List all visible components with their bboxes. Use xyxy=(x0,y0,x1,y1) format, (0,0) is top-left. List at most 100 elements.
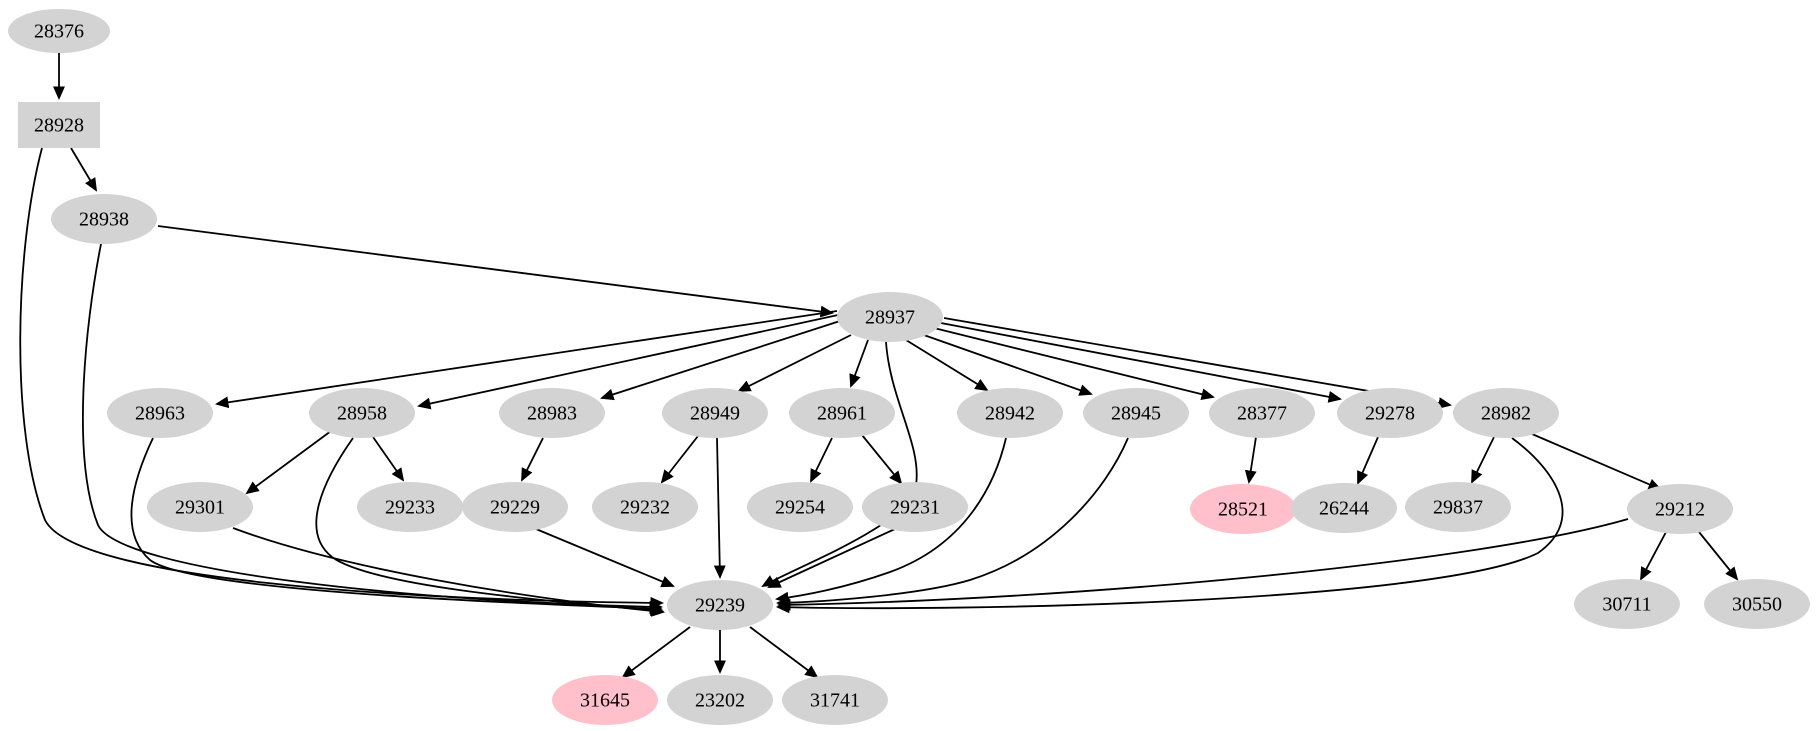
node-ellipse-28377 xyxy=(1209,388,1315,438)
edge-29239-31645 xyxy=(621,626,691,679)
node-28961: 28961 xyxy=(789,388,895,438)
node-28949: 28949 xyxy=(662,388,768,438)
node-ellipse-29239 xyxy=(667,580,773,630)
edge-28928-28938 xyxy=(70,147,98,192)
edge-28963-29239 xyxy=(130,437,664,615)
node-29229: 29229 xyxy=(462,482,568,532)
node-31741: 31741 xyxy=(782,675,888,725)
node-label-28949: 28949 xyxy=(690,403,740,425)
node-label-31645: 31645 xyxy=(580,690,630,712)
node-ellipse-29233 xyxy=(357,482,463,532)
node-ellipse-31645 xyxy=(552,675,658,725)
edge-28937-28958 xyxy=(417,314,839,410)
node-label-28937: 28937 xyxy=(865,307,915,329)
node-ellipse-28376 xyxy=(8,9,110,53)
edge-28958-29301 xyxy=(245,430,332,495)
node-label-29301: 29301 xyxy=(175,497,225,519)
edge-29231-29239 xyxy=(767,528,896,588)
edge-28377-28521 xyxy=(1244,436,1257,485)
node-label-28961: 28961 xyxy=(817,403,867,425)
node-label-28945: 28945 xyxy=(1111,403,1161,425)
edge-28958-29239 xyxy=(315,437,665,616)
node-label-26244: 26244 xyxy=(1319,498,1369,520)
node-28945: 28945 xyxy=(1083,388,1189,438)
edge-28949-29239 xyxy=(713,437,726,580)
node-ellipse-28963 xyxy=(107,388,213,438)
node-label-29229: 29229 xyxy=(490,497,540,519)
node-label-28928: 28928 xyxy=(34,115,84,137)
node-28942: 28942 xyxy=(957,388,1063,438)
node-label-29278: 29278 xyxy=(1365,403,1415,425)
node-label-31741: 31741 xyxy=(810,690,860,712)
edge-28982-29837 xyxy=(1471,436,1495,484)
node-ellipse-29231 xyxy=(862,482,968,532)
node-label-30550: 30550 xyxy=(1732,594,1782,616)
edge-28958-29233 xyxy=(372,436,405,482)
node-ellipse-29229 xyxy=(462,482,568,532)
node-ellipse-28961 xyxy=(789,388,895,438)
node-label-29212: 29212 xyxy=(1655,499,1705,521)
node-ellipse-29212 xyxy=(1627,484,1733,534)
node-ellipse-23202 xyxy=(667,675,773,725)
node-ellipse-26244 xyxy=(1291,483,1397,533)
node-label-29239: 29239 xyxy=(695,595,745,617)
node-28958: 28958 xyxy=(309,388,415,438)
node-29301: 29301 xyxy=(147,482,253,532)
node-29232: 29232 xyxy=(592,482,698,532)
node-label-29231: 29231 xyxy=(890,497,940,519)
node-ellipse-29278 xyxy=(1337,388,1443,438)
node-label-28938: 28938 xyxy=(79,209,129,231)
node-28963: 28963 xyxy=(107,388,213,438)
node-29239: 29239 xyxy=(667,580,773,630)
node-30711: 30711 xyxy=(1574,579,1680,629)
edge-28937-28942 xyxy=(905,339,989,392)
node-ellipse-28949 xyxy=(662,388,768,438)
node-29212: 29212 xyxy=(1627,484,1733,534)
node-ellipse-29837 xyxy=(1405,482,1511,532)
edge-28937-28949 xyxy=(737,334,852,392)
edge-28982-29239 xyxy=(775,437,1564,614)
node-label-28521: 28521 xyxy=(1218,499,1268,521)
edge-29278-26244 xyxy=(1357,436,1379,485)
node-ellipse-29254 xyxy=(747,482,853,532)
node-ellipse-31741 xyxy=(782,675,888,725)
edge-29301-29239 xyxy=(232,527,666,617)
edge-28949-29232 xyxy=(660,435,699,484)
node-label-29254: 29254 xyxy=(775,497,825,519)
node-box-28928 xyxy=(18,102,100,148)
node-label-28377: 28377 xyxy=(1237,403,1287,425)
edge-28937-28961 xyxy=(849,339,869,388)
edge-28983-29229 xyxy=(521,437,544,482)
edge-29239-31741 xyxy=(749,626,819,679)
edge-29229-29239 xyxy=(535,528,675,588)
edge-28937-28983 xyxy=(600,320,841,401)
node-28938: 28938 xyxy=(51,194,157,244)
edge-28942-29239 xyxy=(774,437,1007,604)
node-31645: 31645 xyxy=(552,675,658,725)
node-29254: 29254 xyxy=(747,482,853,532)
edge-28945-29239 xyxy=(775,437,1129,609)
node-label-30711: 30711 xyxy=(1602,594,1651,616)
edge-28938-28937 xyxy=(157,225,835,318)
node-29233: 29233 xyxy=(357,482,463,532)
node-ellipse-28945 xyxy=(1083,388,1189,438)
node-23202: 23202 xyxy=(667,675,773,725)
node-29231: 29231 xyxy=(862,482,968,532)
node-label-28983: 28983 xyxy=(527,403,577,425)
node-label-23202: 23202 xyxy=(695,690,745,712)
node-ellipse-28521 xyxy=(1190,484,1296,534)
edge-29212-30711 xyxy=(1640,531,1667,581)
edge-28961-29254 xyxy=(810,437,833,483)
node-29837: 29837 xyxy=(1405,482,1511,532)
node-label-28963: 28963 xyxy=(135,403,185,425)
node-label-28942: 28942 xyxy=(985,403,1035,425)
node-ellipse-28938 xyxy=(51,194,157,244)
node-ellipse-29232 xyxy=(592,482,698,532)
node-label-28376: 28376 xyxy=(34,21,84,43)
node-28376: 28376 xyxy=(8,9,110,53)
node-ellipse-30711 xyxy=(1574,579,1680,629)
node-28928: 28928 xyxy=(18,102,100,148)
